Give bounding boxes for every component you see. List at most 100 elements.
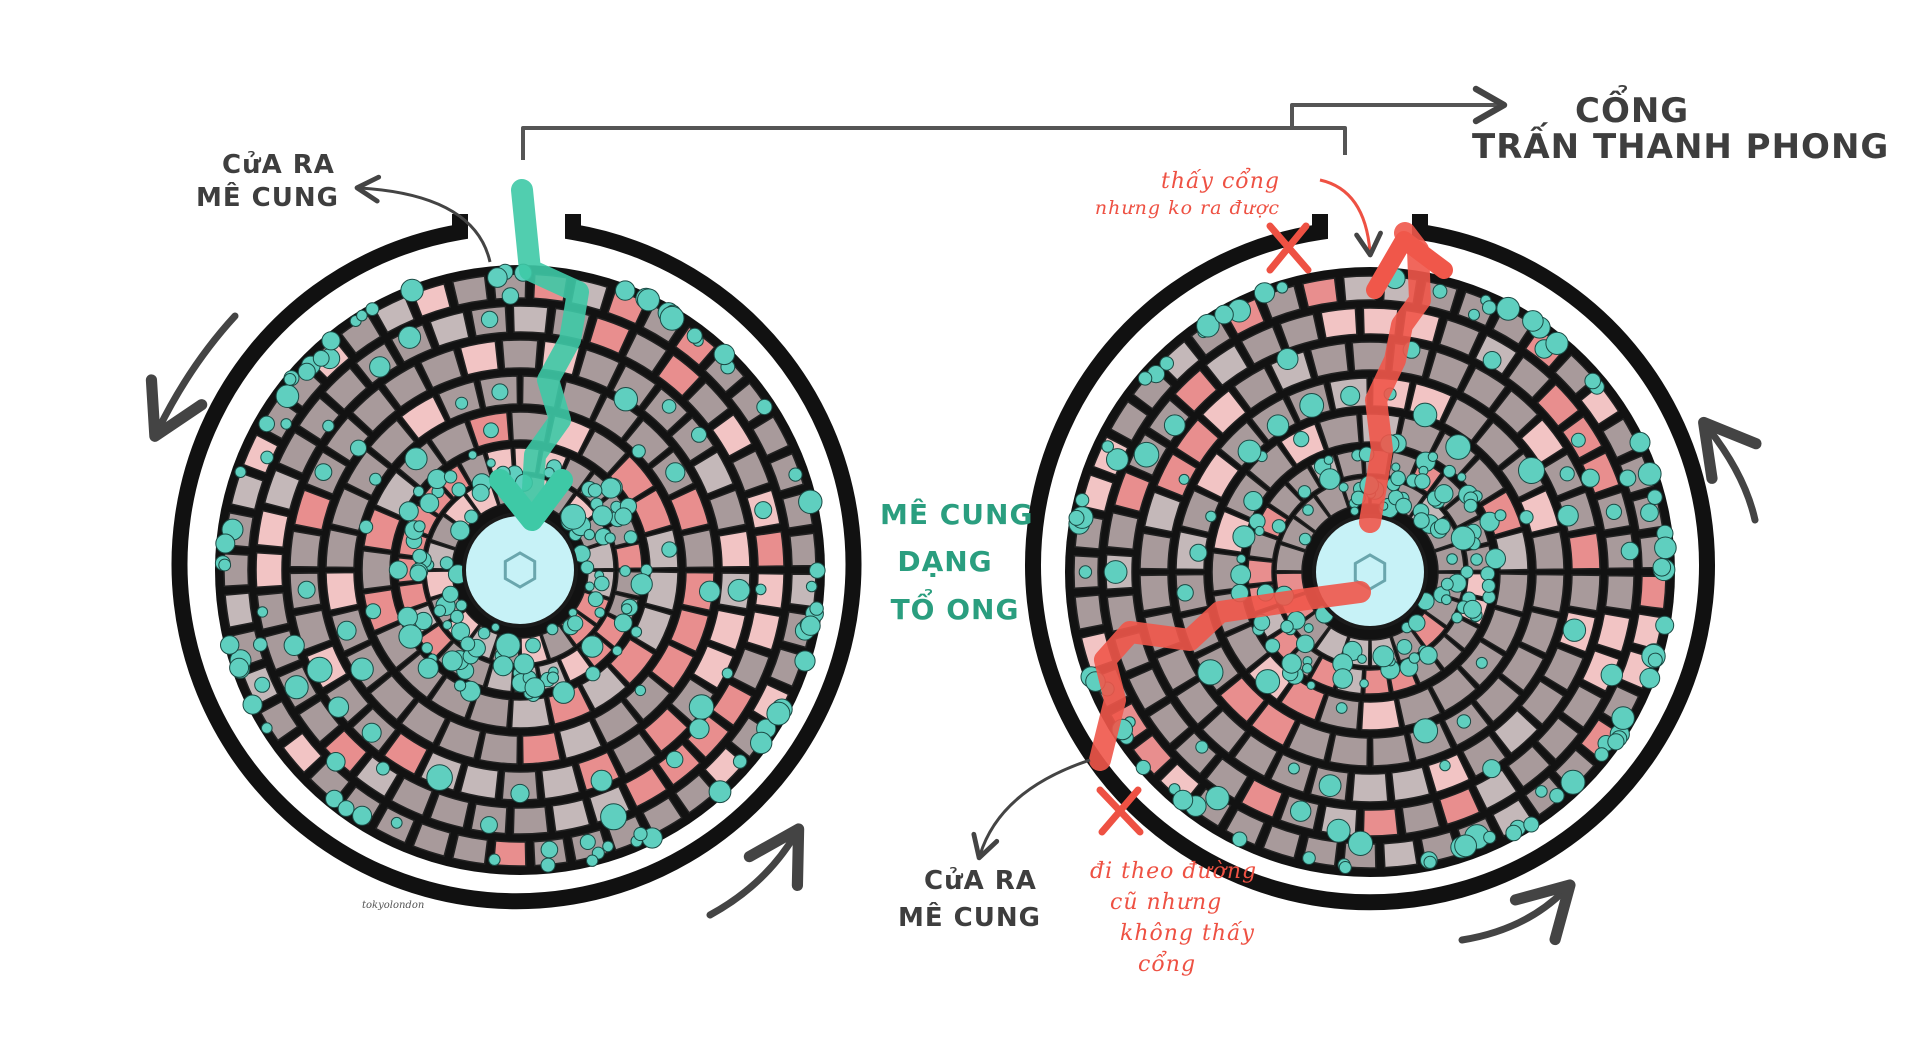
maze-block bbox=[609, 638, 655, 685]
maze-block bbox=[711, 682, 753, 727]
maze-block bbox=[631, 488, 673, 535]
right-maze bbox=[1025, 214, 1715, 911]
teal-bush bbox=[412, 548, 428, 564]
maze-block bbox=[325, 528, 359, 569]
teal-bush bbox=[1338, 861, 1352, 874]
teal-bush bbox=[398, 501, 419, 522]
maze-block bbox=[708, 609, 747, 651]
teal-bush bbox=[1652, 558, 1672, 577]
maze-block bbox=[1219, 676, 1266, 723]
maze-block bbox=[1139, 532, 1172, 570]
teal-bush bbox=[1522, 310, 1544, 332]
teal-bush bbox=[604, 532, 616, 544]
teal-bush bbox=[464, 509, 479, 524]
teal-bush bbox=[1655, 615, 1675, 635]
teal-bush bbox=[439, 556, 454, 570]
maze-block bbox=[624, 332, 668, 374]
teal-bush bbox=[1463, 498, 1478, 513]
maze-block bbox=[1205, 757, 1249, 800]
cross-mark-icon bbox=[1096, 786, 1144, 836]
maze-block bbox=[657, 353, 702, 397]
teal-bush bbox=[314, 463, 333, 482]
teal-bush bbox=[361, 722, 382, 743]
exit-arrow-icon bbox=[354, 174, 492, 263]
maze-block bbox=[1531, 573, 1565, 614]
teal-bush bbox=[427, 469, 448, 489]
maze-block bbox=[297, 699, 341, 744]
maze-block bbox=[1233, 733, 1279, 778]
teal-bush bbox=[1298, 532, 1312, 546]
exit-arrow-icon bbox=[1319, 178, 1383, 258]
maze-block bbox=[478, 731, 519, 765]
left-maze-outer-wall bbox=[171, 214, 862, 910]
teal-bush bbox=[369, 472, 382, 486]
maze-block bbox=[419, 348, 463, 389]
gate-title-line2: TRẤN THANH PHONG bbox=[1472, 126, 1890, 167]
teal-bush bbox=[1395, 497, 1412, 515]
maze-block bbox=[1127, 667, 1169, 711]
teal-bush bbox=[1519, 510, 1534, 525]
maze-block bbox=[459, 340, 500, 376]
teal-bush bbox=[1264, 638, 1281, 654]
maze-block bbox=[330, 487, 371, 532]
teal-bush bbox=[1483, 830, 1497, 844]
teal-bush bbox=[1254, 525, 1265, 537]
maze-block bbox=[1318, 413, 1361, 450]
maze-center-hub bbox=[462, 512, 578, 628]
teal-bush bbox=[699, 580, 721, 603]
teal-bush bbox=[442, 620, 453, 630]
maze-block bbox=[1250, 702, 1297, 747]
maze-block bbox=[1639, 575, 1667, 610]
teal-bush bbox=[495, 632, 521, 658]
maze-block bbox=[1428, 635, 1464, 670]
teal-bush bbox=[1434, 484, 1454, 504]
teal-bush bbox=[1195, 740, 1209, 754]
teal-bush bbox=[376, 761, 390, 776]
teal-bush bbox=[491, 383, 509, 401]
teal-bush bbox=[1637, 462, 1662, 486]
teal-bush bbox=[321, 331, 341, 351]
teal-bush bbox=[600, 477, 622, 499]
teal-bush bbox=[1607, 733, 1625, 751]
teal-bush bbox=[1299, 393, 1325, 418]
teal-bush bbox=[688, 694, 715, 720]
teal-bush bbox=[409, 564, 428, 583]
teal-bush bbox=[450, 520, 471, 541]
teal-bush bbox=[284, 675, 309, 700]
gate-connector-line bbox=[521, 126, 1347, 160]
teal-bush bbox=[1231, 831, 1248, 848]
maze-block bbox=[1438, 787, 1481, 826]
teal-bush bbox=[766, 701, 791, 726]
maze-block bbox=[1481, 607, 1523, 654]
teal-bush bbox=[630, 573, 653, 596]
maze-block bbox=[1371, 733, 1412, 767]
teal-bush bbox=[455, 599, 468, 612]
teal-bush bbox=[443, 470, 458, 484]
teal-bush bbox=[442, 585, 459, 603]
maze-block bbox=[289, 530, 322, 568]
teal-bush bbox=[326, 752, 346, 772]
maze-block bbox=[501, 339, 539, 370]
maze-block bbox=[1507, 355, 1552, 399]
maze-block bbox=[1461, 733, 1507, 778]
teal-bush bbox=[467, 450, 478, 460]
teal-bush bbox=[1418, 645, 1438, 665]
teal-bush bbox=[352, 805, 373, 826]
exit-arrow-icon bbox=[971, 758, 1091, 861]
teal-bush bbox=[798, 489, 823, 514]
teal-bush bbox=[754, 583, 767, 596]
teal-bush bbox=[1347, 830, 1374, 857]
teal-bush bbox=[591, 505, 613, 527]
maze-block bbox=[1301, 277, 1339, 309]
teal-bush bbox=[413, 485, 425, 498]
maze-block bbox=[1604, 574, 1635, 612]
teal-bush bbox=[1647, 652, 1663, 668]
maze-block bbox=[1430, 667, 1478, 713]
teal-bush bbox=[390, 816, 403, 829]
teal-bush bbox=[1460, 565, 1474, 579]
teal-bush bbox=[327, 696, 350, 718]
teal-bush bbox=[477, 626, 491, 640]
teal-bush bbox=[590, 769, 613, 792]
teal-bush bbox=[1475, 656, 1488, 669]
teal-bush bbox=[480, 816, 498, 834]
